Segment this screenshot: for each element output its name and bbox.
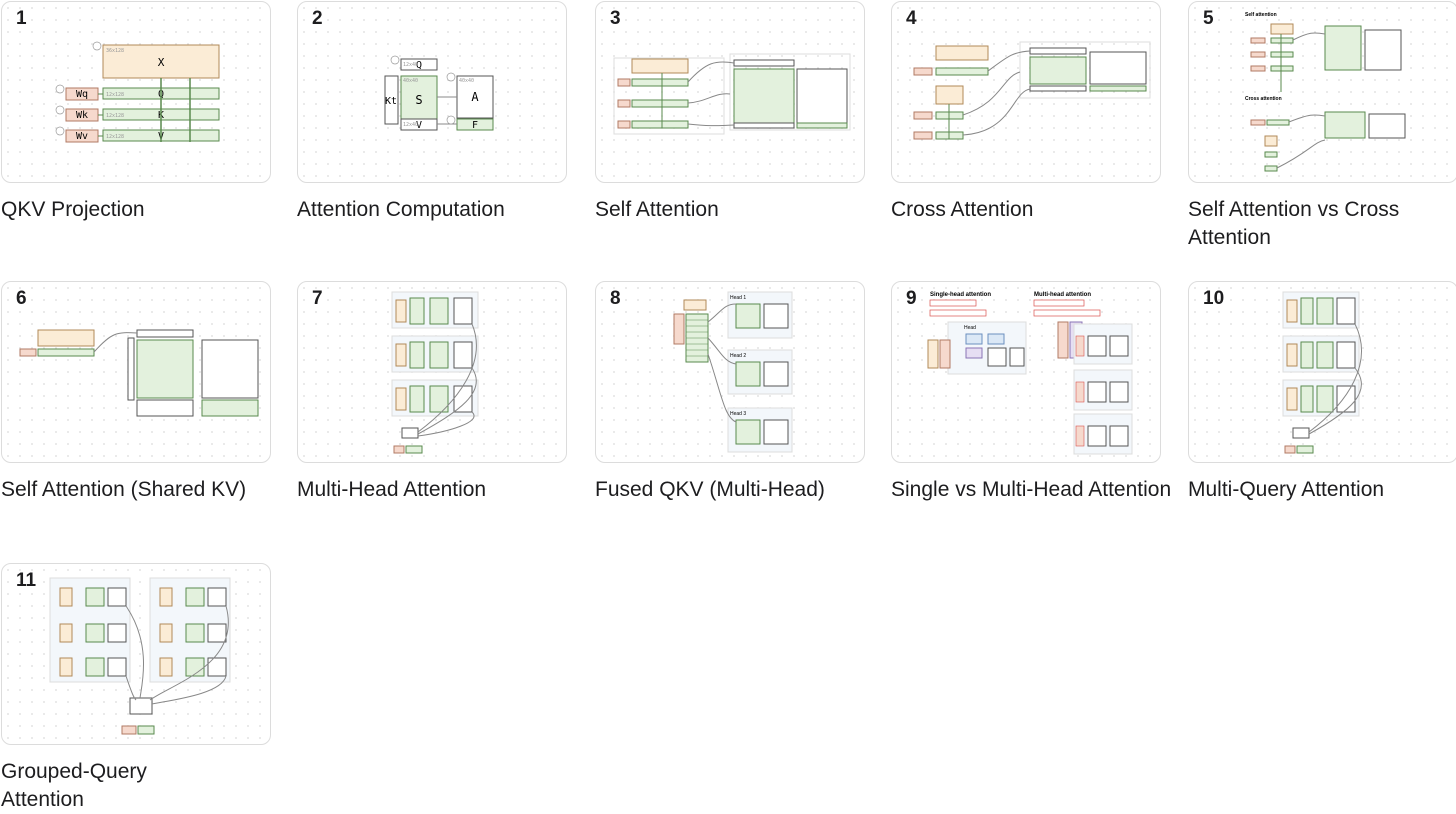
grouped-query-diagram bbox=[49, 577, 231, 735]
card-number: 3 bbox=[610, 8, 621, 29]
svg-text:12x40: 12x40 bbox=[403, 62, 418, 68]
card-title[interactable]: Single vs Multi-Head Attention bbox=[891, 478, 1172, 501]
card-thumbnail: 2 Q 12x40 Kt S 40x40 A 40x40 V 12x40 F bbox=[297, 1, 567, 183]
card-thumbnail: 4 bbox=[891, 1, 1161, 183]
card-self-vs-cross-attention[interactable]: 5 Self attention Cross attention bbox=[1188, 1, 1456, 249]
self-vs-cross-attention-diagram: Self attention Cross attention bbox=[1245, 12, 1406, 172]
svg-text:Head 3: Head 3 bbox=[730, 411, 746, 417]
card-number: 2 bbox=[312, 8, 323, 29]
single-vs-multi-head-diagram: Single-head attention Multi-head attenti… bbox=[927, 292, 1133, 455]
svg-text:Kt: Kt bbox=[385, 96, 397, 107]
card-attention-computation[interactable]: 2 Q 12x40 Kt S 40x40 A 40x40 V 12x40 F bbox=[297, 1, 567, 221]
card-number: 10 bbox=[1203, 288, 1225, 309]
card-thumbnail: 1 X 36x128 Q K V 12x128 12x128 12x128 Wq bbox=[1, 1, 271, 183]
svg-text:12x128: 12x128 bbox=[106, 134, 124, 140]
card-title[interactable]: Multi-Query Attention bbox=[1188, 478, 1385, 501]
card-number: 4 bbox=[906, 8, 917, 29]
card-self-attention[interactable]: 3 Self Attentio bbox=[595, 1, 865, 221]
svg-text:S: S bbox=[415, 93, 422, 107]
multi-head-diagram bbox=[391, 291, 479, 454]
svg-text:12x128: 12x128 bbox=[106, 113, 124, 119]
card-thumbnail: 5 Self attention Cross attention bbox=[1188, 1, 1456, 183]
card-number: 1 bbox=[16, 8, 27, 29]
svg-text:Wv: Wv bbox=[76, 131, 88, 142]
card-title[interactable]: Self Attention (Shared KV) bbox=[1, 478, 247, 501]
svg-text:X: X bbox=[158, 56, 165, 69]
svg-text:12x128: 12x128 bbox=[106, 92, 124, 98]
shared-kv-diagram bbox=[19, 329, 259, 417]
fused-qkv-diagram: Head 1 Head 2 Head 3 bbox=[673, 291, 793, 453]
card-number: 8 bbox=[610, 288, 621, 309]
svg-text:Multi-head attention: Multi-head attention bbox=[1034, 292, 1091, 298]
svg-text:Wq: Wq bbox=[76, 89, 88, 100]
card-title[interactable]: Grouped-Query Attention bbox=[1, 760, 147, 811]
card-fused-qkv-multi-head[interactable]: 8 Head 1 Head 2 Head 3 bbox=[595, 281, 865, 501]
svg-text:Wk: Wk bbox=[76, 110, 88, 121]
svg-text:40x40: 40x40 bbox=[403, 78, 418, 84]
card-grouped-query-attention[interactable]: 11 bbox=[1, 563, 271, 811]
svg-text:40x40: 40x40 bbox=[459, 78, 474, 84]
svg-text:Q: Q bbox=[416, 60, 422, 71]
multi-query-diagram bbox=[1282, 291, 1362, 454]
card-qkv-projection[interactable]: 1 X 36x128 Q K V 12x128 12x128 12x128 Wq bbox=[1, 1, 271, 221]
card-thumbnail: 3 bbox=[595, 1, 865, 183]
card-single-vs-multi-head[interactable]: 9 Single-head attention Multi-head atten… bbox=[891, 281, 1171, 501]
card-title[interactable]: Attention Computation bbox=[297, 198, 505, 221]
svg-text:Head: Head bbox=[964, 325, 976, 331]
qkv-projection-diagram: X 36x128 Q K V 12x128 12x128 12x128 Wq W… bbox=[55, 41, 220, 143]
card-thumbnail: 10 bbox=[1188, 281, 1456, 463]
card-number: 6 bbox=[16, 288, 27, 309]
card-thumbnail: 6 bbox=[1, 281, 271, 463]
card-title[interactable]: Self Attention bbox=[595, 198, 719, 221]
card-title[interactable]: QKV Projection bbox=[1, 198, 145, 221]
card-number: 7 bbox=[312, 288, 323, 309]
card-thumbnail: 7 bbox=[297, 281, 567, 463]
card-multi-head-attention[interactable]: 7 bbox=[297, 281, 567, 501]
card-cross-attention[interactable]: 4 Cross Attenti bbox=[891, 1, 1161, 221]
card-title[interactable]: Multi-Head Attention bbox=[297, 478, 487, 501]
svg-text:36x128: 36x128 bbox=[106, 48, 124, 54]
svg-text:Self attention: Self attention bbox=[1245, 12, 1277, 18]
card-title[interactable]: Fused QKV (Multi-Head) bbox=[595, 478, 825, 501]
svg-text:Head 1: Head 1 bbox=[730, 295, 746, 301]
card-number: 5 bbox=[1203, 8, 1214, 29]
self-attention-diagram bbox=[613, 53, 851, 135]
card-multi-query-attention[interactable]: 10 bbox=[1188, 281, 1456, 501]
card-title[interactable]: Cross Attention bbox=[891, 198, 1034, 221]
card-title[interactable]: Self Attention vs Cross Attention bbox=[1188, 198, 1400, 249]
card-self-attention-shared-kv[interactable]: 6 Self Attention (Shared KV) bbox=[1, 281, 271, 501]
svg-text:A: A bbox=[471, 90, 479, 104]
card-number: 9 bbox=[906, 288, 917, 309]
attention-computation-diagram: Q 12x40 Kt S 40x40 A 40x40 V 12x40 F bbox=[384, 55, 494, 131]
svg-text:Head 2: Head 2 bbox=[730, 353, 746, 359]
card-thumbnail: 11 bbox=[1, 563, 271, 745]
svg-text:Cross attention: Cross attention bbox=[1245, 96, 1282, 102]
card-thumbnail: 9 Single-head attention Multi-head atten… bbox=[891, 281, 1161, 463]
svg-text:12x40: 12x40 bbox=[403, 122, 418, 128]
cross-attention-diagram bbox=[913, 41, 1151, 140]
card-number: 11 bbox=[16, 570, 37, 591]
svg-text:Single-head attention: Single-head attention bbox=[930, 292, 991, 298]
svg-text:F: F bbox=[472, 120, 478, 131]
card-thumbnail: 8 Head 1 Head 2 Head 3 bbox=[595, 281, 865, 463]
svg-text:V: V bbox=[416, 120, 422, 131]
